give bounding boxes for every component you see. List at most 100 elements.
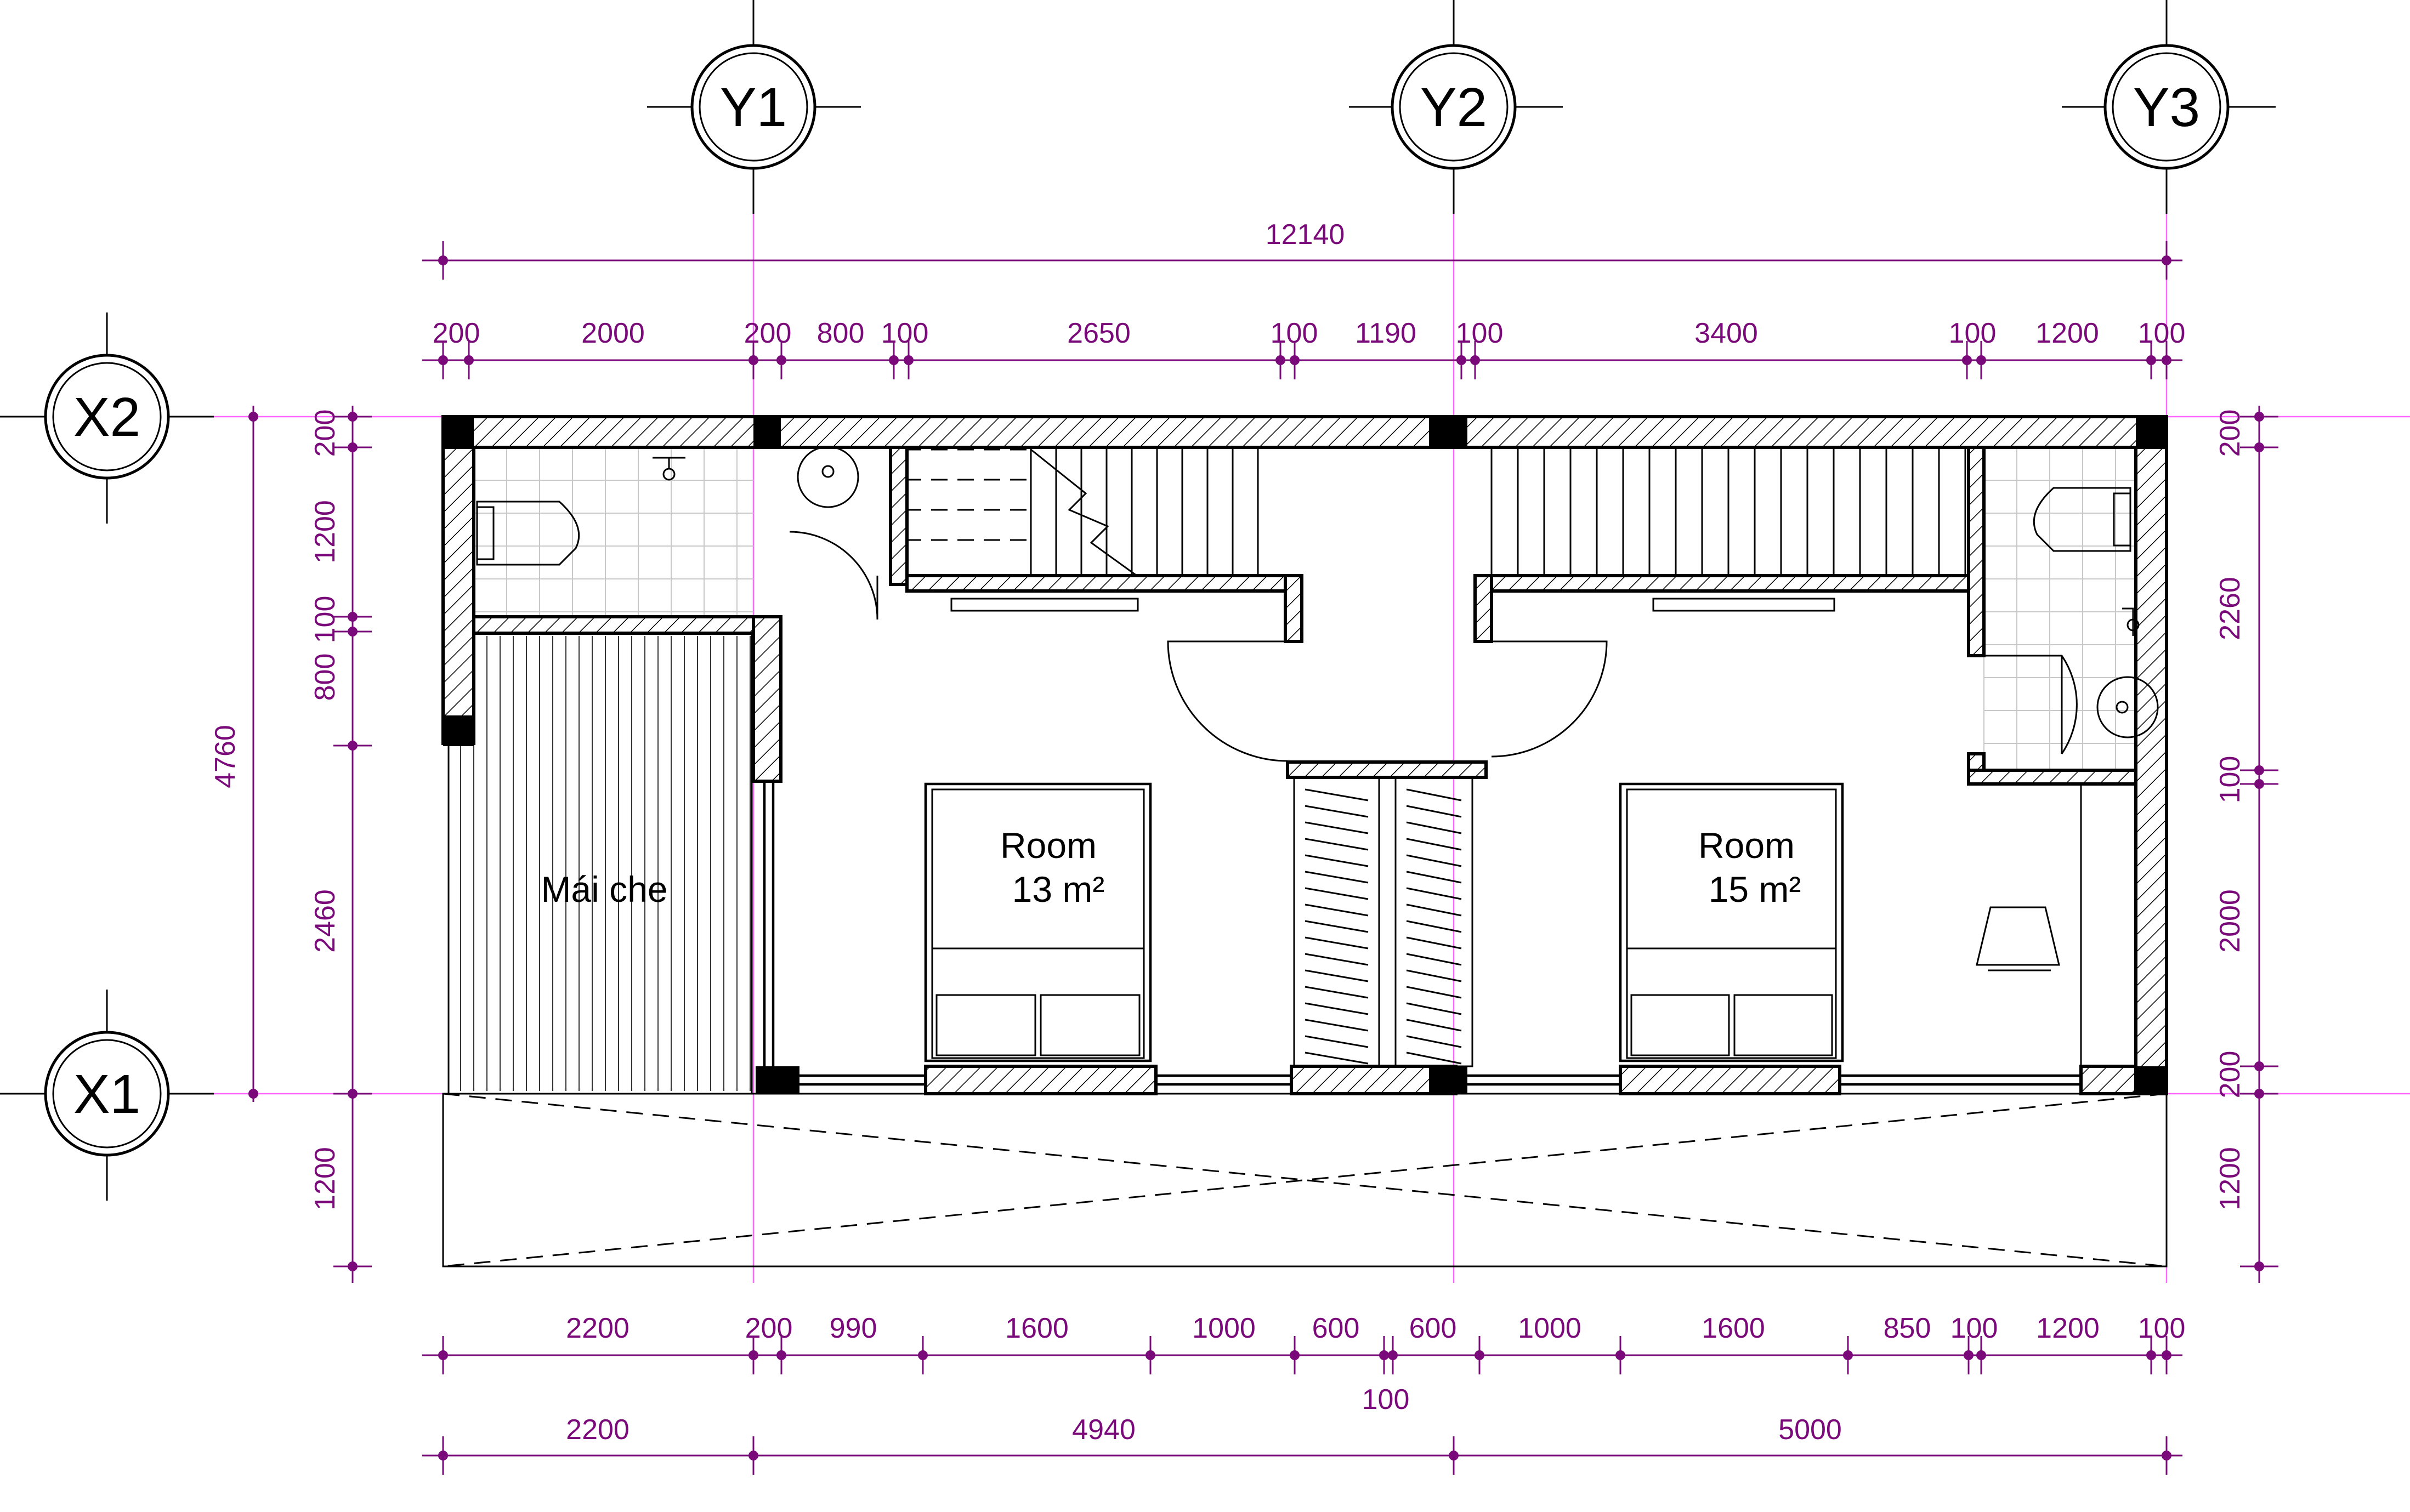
wardrobe-slat [1406,1002,1462,1015]
sink-left-icon [795,446,861,508]
wardrobe-slat [1305,953,1369,966]
dim-node [1964,1350,1974,1360]
dim-bottom-total-0: 2200 [566,1414,630,1446]
dim-bottom-total-1: 4940 [1072,1414,1136,1446]
dim-node [1449,1451,1459,1460]
dim-left-3: 800 [309,653,341,701]
room-b-name: Room [1698,825,1795,866]
wardrobe-slat [1305,1002,1369,1015]
desk-area [1976,783,2137,1067]
shower-left-icon [653,457,685,481]
dim-node [748,1451,758,1460]
wardrobe-slat [1305,1035,1369,1048]
stair-left [905,447,1259,612]
dim-node [1275,355,1285,365]
wardrobe-slat [1406,854,1462,867]
balcony-overhang [442,1093,2168,1267]
dim-left-2: 100 [309,596,341,644]
dim-node [1290,1350,1300,1360]
wardrobe-slat [1406,986,1462,999]
dim-left-5: 1200 [309,1147,341,1210]
dim-top-4: 100 [881,317,929,349]
stair-handrail [1652,598,1835,612]
dim-top-7: 1190 [1355,317,1416,349]
dim-node [2162,355,2171,365]
dim-node [348,1261,358,1271]
svg-text:Y1: Y1 [720,77,787,138]
columns [443,417,2167,1094]
dim-top-5: 2650 [1067,317,1131,349]
dim-top-11: 1200 [2035,317,2099,349]
dim-bottom-11: 1200 [2036,1312,2100,1344]
wardrobe-slat [1305,838,1369,851]
wardrobe-slat [1305,1019,1369,1032]
windows [763,781,2081,1086]
dim-bottom-6: 600 [1409,1312,1457,1344]
dim-node [348,442,358,452]
wardrobe-slat [1406,936,1462,950]
dim-top-2: 200 [744,317,792,349]
dim-bottom-3: 1600 [1005,1312,1069,1344]
doors [789,531,2078,762]
dim-bottom-total-2: 5000 [1778,1414,1842,1446]
dim-node [2146,1350,2156,1360]
wardrobe-slat [1305,887,1369,900]
dim-node [1976,355,1986,365]
dim-top-total: 12140 [1266,219,1345,251]
dim-bottom-2: 990 [830,1312,877,1344]
dim-node [2254,1089,2264,1099]
dim-node [1290,355,1300,365]
room-a-name: Room [1000,825,1097,866]
dim-bottom-12: 100 [2138,1312,2186,1344]
dim-left-4: 2460 [309,889,341,953]
toilet-right-icon [2033,487,2131,552]
canopy-label: Mái che [541,869,667,910]
dim-bottom-0: 2200 [566,1312,630,1344]
wardrobe [1293,776,1473,1067]
dim-bottom-8: 1600 [1702,1312,1765,1344]
dim-node [918,1350,928,1360]
dim-bottom-1: 200 [745,1312,793,1344]
dim-right-2: 100 [2214,756,2246,804]
axis-bubble-y3: Y3 [2062,0,2276,214]
wardrobe-slat [1305,986,1369,999]
dim-bottom-4: 1000 [1192,1312,1256,1344]
wardrobe-slat [1305,821,1369,834]
dim-node [748,355,758,365]
dim-node [1843,1350,1853,1360]
dim-node [438,1350,448,1360]
axis-bubbles: Y1 Y2 Y3 X2 X1 [0,0,2276,1201]
canopy-area [447,629,753,1095]
axis-bubble-x2: X2 [0,312,214,524]
wardrobe-slat [1406,969,1462,982]
dim-bottom-7: 1000 [1518,1312,1581,1344]
dim-node [438,1451,448,1460]
dim-node [776,355,786,365]
dim-node [2162,1350,2171,1360]
wardrobe-slat [1406,838,1462,851]
wardrobe-slat [1305,936,1369,950]
stair-right [1490,447,1966,612]
bathroom-left-tiles [473,447,753,617]
dim-node [2146,355,2156,365]
wardrobe-slat [1305,805,1369,818]
svg-text:Y3: Y3 [2133,77,2200,138]
dim-node [2162,1451,2171,1460]
axis-bubble-x1: X1 [0,990,214,1201]
wardrobe-slat [1406,805,1462,818]
dim-right-4: 200 [2214,1051,2246,1099]
room-b-area: 15 m² [1709,869,1801,910]
wardrobe-slat [1305,1051,1369,1065]
dim-top-1: 2000 [581,317,645,349]
dim-node [1470,355,1480,365]
dim-node [1379,1350,1389,1360]
dim-node [1475,1350,1484,1360]
dim-node [1615,1350,1625,1360]
toilet-left-icon [476,501,580,566]
dim-bottom-5: 600 [1312,1312,1360,1344]
wardrobe-slat [1406,953,1462,966]
bathroom-right-tiles [1983,447,2136,770]
dim-left-0: 200 [309,410,341,457]
dim-top-10: 100 [1949,317,1997,349]
dimension-labels: 12140 200 2000 200 800 100 2650 100 1190… [209,219,2246,1446]
